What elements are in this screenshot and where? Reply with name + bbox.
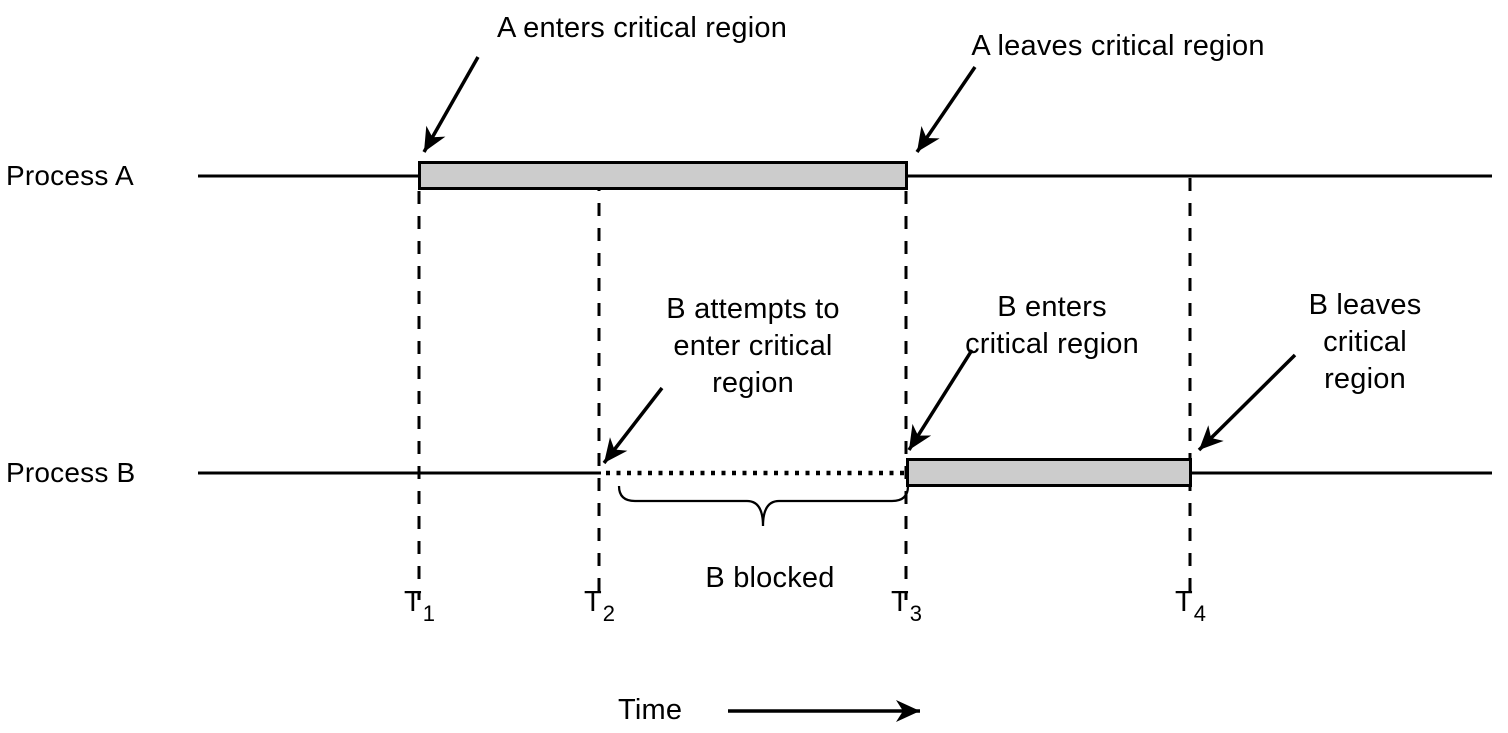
t2-subscript: 2 — [602, 601, 615, 626]
b-enters-arrow — [907, 349, 974, 451]
tick-label-t2: T2 — [584, 586, 615, 625]
b-attempts-arrow — [602, 386, 664, 465]
tick-lines — [417, 178, 1192, 600]
tick-label-t1: T1 — [404, 586, 435, 625]
process-a-critical-region-bar — [418, 161, 908, 190]
a-leaves-arrow — [915, 66, 977, 153]
process-b-critical-region-bar — [906, 458, 1192, 487]
a-enters-arrow — [422, 56, 480, 153]
t3-subscript: 3 — [909, 601, 922, 626]
b-leaves-annotation: B leaves critical region — [1308, 289, 1422, 395]
b-attempts-annotation: B attempts to enter critical region — [666, 293, 840, 399]
time-axis-label: Time — [618, 694, 683, 726]
process-a-label: Process A — [6, 160, 134, 191]
b-leaves-arrow — [1197, 353, 1297, 452]
b-enters-annotation: B enters critical region — [965, 291, 1139, 360]
t1-subscript: 1 — [422, 601, 435, 626]
t4-base: T — [1175, 586, 1193, 618]
t4-subscript: 4 — [1193, 601, 1206, 626]
process-b-label: Process B — [6, 457, 136, 488]
tick-label-t3: T3 — [891, 586, 922, 625]
t3-base: T — [891, 586, 909, 618]
b-blocked-annotation: B blocked — [705, 562, 835, 594]
annotation-arrows — [422, 56, 1297, 465]
t2-base: T — [584, 586, 602, 618]
a-enters-annotation: A enters critical region — [496, 12, 788, 44]
a-leaves-annotation: A leaves critical region — [971, 30, 1265, 62]
b-blocked-brace — [617, 485, 910, 527]
tick-label-t4: T4 — [1175, 586, 1206, 625]
t1-base: T — [404, 586, 422, 618]
